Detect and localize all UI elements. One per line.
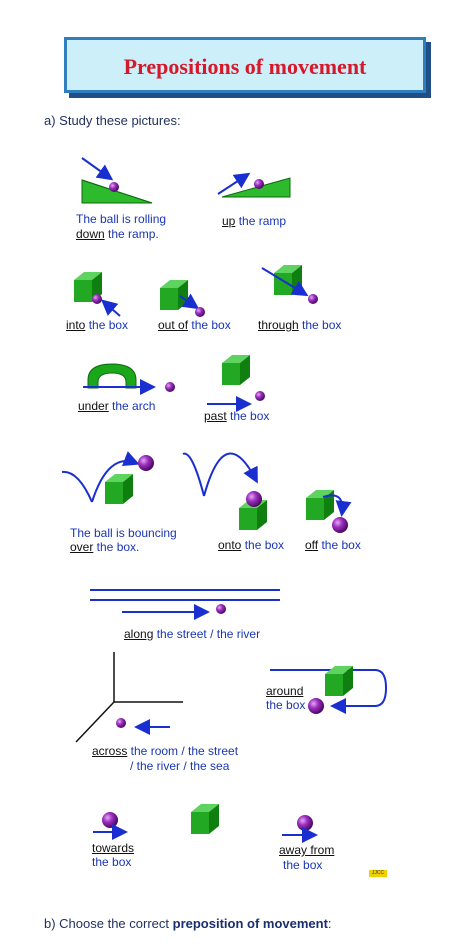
label-through: through the box (258, 318, 342, 332)
center-box-illustration (191, 804, 219, 834)
credit-tag (369, 870, 387, 877)
label-onto: onto the box (218, 538, 285, 552)
title-banner: Prepositions of movement (64, 37, 426, 93)
label-over-line2: over the box. (70, 540, 140, 554)
section-a-heading: a) Study these pictures: (44, 113, 181, 128)
label-over-line1: The ball is bouncing (70, 526, 177, 540)
label-out-of: out of the box (158, 318, 231, 332)
ball-icon (254, 179, 264, 189)
past-box-illustration (207, 355, 265, 412)
into-box-illustration (74, 272, 121, 317)
label-around-line2: the box (266, 698, 306, 712)
label-up: up the ramp (222, 214, 287, 228)
around-box-illustration (270, 666, 388, 714)
label-down-line1: The ball is rolling (76, 212, 167, 226)
ramp-up-illustration (217, 172, 291, 198)
label-towards-line1: towards (92, 841, 135, 855)
label-along: along the street / the river (124, 627, 261, 641)
page-title: Prepositions of movement (123, 54, 367, 79)
label-around-line1: around (266, 684, 304, 698)
under-arch-illustration (83, 363, 175, 395)
label-off: off the box (305, 538, 361, 552)
label-across-line1: across the room / the street (92, 744, 239, 758)
across-room-illustration (75, 652, 183, 743)
label-into: into the box (66, 318, 129, 332)
ramp-down-illustration (81, 157, 153, 204)
credit-text: JJCC (371, 870, 385, 876)
label-across-line2: / the river / the sea (130, 759, 230, 773)
section-b-heading: b) Choose the correct preposition of mov… (44, 916, 332, 931)
away-from-box-illustration (282, 815, 318, 843)
label-past: past the box (204, 409, 270, 423)
over-box-illustration (61, 451, 154, 504)
ball-icon (109, 182, 119, 192)
off-box-illustration (306, 490, 352, 533)
along-street-illustration (90, 589, 280, 620)
label-towards-line2: the box (92, 855, 132, 869)
onto-box-illustration (182, 452, 267, 530)
label-away-line1: away from (279, 843, 335, 857)
label-away-line2: the box (283, 858, 323, 872)
towards-box-illustration (93, 812, 128, 840)
label-down-line2: down the ramp. (76, 227, 159, 241)
out-of-box-illustration (160, 280, 205, 317)
label-under: under the arch (78, 399, 156, 413)
through-box-illustration (261, 265, 318, 304)
